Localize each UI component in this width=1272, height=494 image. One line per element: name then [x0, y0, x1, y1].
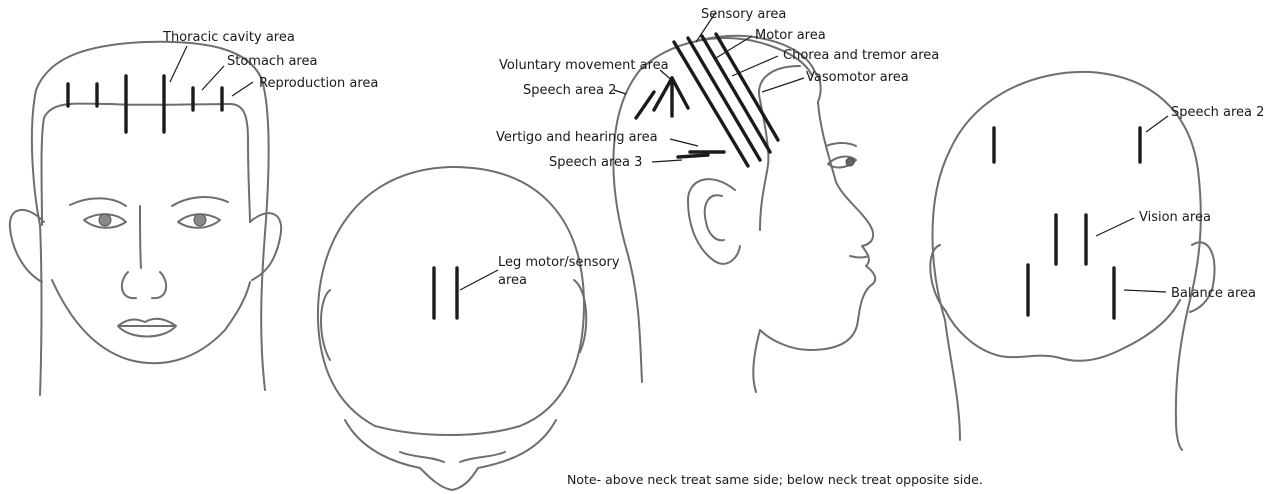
top-nose-chin — [345, 420, 556, 490]
mark-vasomotor — [716, 34, 778, 140]
label-reproduction: Reproduction area — [259, 76, 378, 91]
front-pupil-left — [99, 214, 111, 226]
leader-stomach — [202, 66, 224, 90]
mark-speech3 — [678, 155, 708, 157]
leader-motor — [716, 36, 752, 58]
front-nose-bridge — [140, 206, 141, 268]
leader-vertigo — [670, 139, 698, 146]
back-head-outline — [933, 72, 1201, 450]
front-brow-right — [172, 197, 228, 206]
top-left-ear — [321, 290, 330, 360]
top-view-head — [318, 167, 586, 490]
back-needle-lines — [994, 128, 1140, 318]
front-pupil-right — [194, 214, 206, 226]
side-mouth — [850, 256, 868, 258]
side-ear — [688, 179, 740, 264]
side-brow — [826, 143, 856, 146]
label-motor: Motor area — [755, 28, 826, 43]
label-speech2-side: Speech area 2 — [523, 83, 616, 98]
leader-vision — [1096, 218, 1134, 236]
mark-motor — [688, 38, 760, 160]
back-hairline — [945, 300, 1180, 361]
front-lips — [118, 319, 176, 337]
label-thoracic: Thoracic cavity area — [162, 30, 295, 45]
label-balance: Balance area — [1171, 286, 1256, 301]
label-speech3: Speech area 3 — [549, 155, 642, 170]
back-left-ear — [930, 245, 945, 310]
label-leg-line1: Leg motor/sensory — [498, 255, 620, 270]
label-chorea: Chorea and tremor area — [783, 48, 939, 63]
label-vision: Vision area — [1139, 210, 1211, 225]
side-pupil — [846, 158, 854, 166]
front-hairline — [42, 104, 251, 225]
label-speech2-back: Speech area 2 — [1171, 105, 1264, 120]
side-back-neck — [753, 330, 760, 392]
leader-reproduction — [232, 82, 253, 96]
label-voluntary: Voluntary movement area — [499, 58, 669, 73]
side-skull-outline — [613, 38, 812, 382]
leader-speech3 — [652, 160, 682, 162]
side-face-profile — [760, 72, 875, 350]
label-stomach: Stomach area — [227, 54, 317, 69]
leader-balance — [1124, 290, 1166, 292]
side-needle-lines — [636, 34, 778, 166]
leader-speech2-back — [1146, 116, 1168, 132]
side-ear-inner — [705, 195, 724, 240]
label-sensory: Sensory area — [701, 7, 786, 22]
label-vertigo: Vertigo and hearing area — [496, 130, 658, 145]
top-nose-detail — [400, 452, 505, 462]
front-jaw — [52, 280, 250, 363]
label-vasomotor: Vasomotor area — [806, 70, 909, 85]
mark-voluntary-right — [672, 78, 688, 108]
front-view-head — [10, 42, 281, 395]
mark-voluntary-left — [654, 78, 672, 110]
back-right-ear — [1190, 242, 1215, 312]
side-view-head — [613, 36, 875, 392]
front-brow-left — [70, 198, 126, 206]
top-head-outline — [318, 167, 584, 435]
mark-speech2-side — [636, 92, 654, 118]
back-view-head — [930, 72, 1214, 450]
treatment-note: Note- above neck treat same side; below … — [567, 472, 983, 487]
leader-vasomotor — [762, 78, 804, 92]
label-leg-line2: area — [498, 273, 527, 288]
leader-thoracic — [170, 46, 187, 82]
front-nose — [122, 272, 166, 298]
leader-leg — [460, 270, 498, 290]
back-leaders — [1096, 116, 1168, 292]
top-needle-lines — [434, 268, 457, 318]
